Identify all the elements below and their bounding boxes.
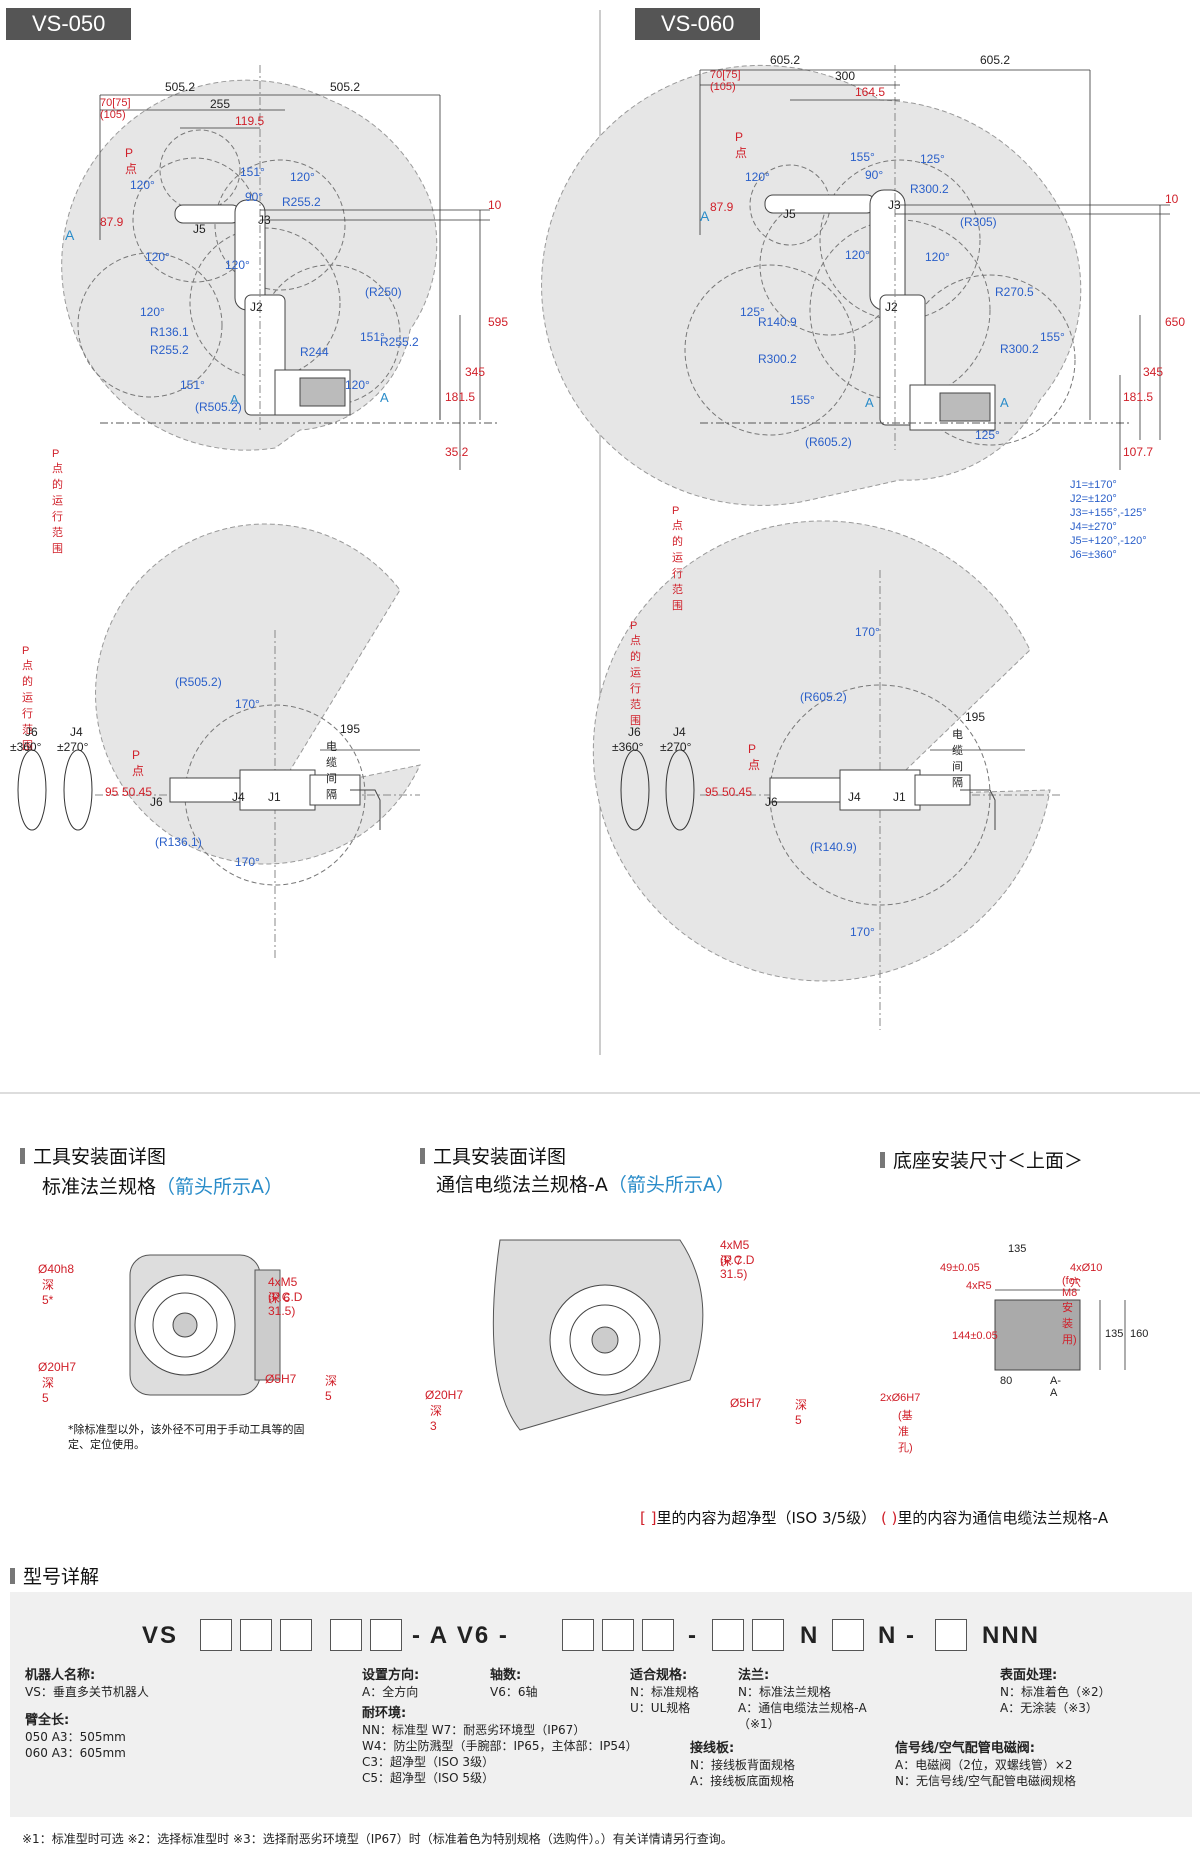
tool2-drawing [492,1239,704,1431]
vs060-rotation-arrows [620,749,695,831]
vs050-tag: VS-050 [6,8,132,40]
tool2-title: 工具安装面详图 [420,1142,566,1169]
model-title: 型号详解 [10,1562,99,1589]
tool2-subtitle: 通信电缆法兰规格-A（箭头所示A） [436,1174,735,1196]
code-box [602,1619,634,1651]
footnote: ※1：标准型时可选 ※2：选择标准型时 ※3：选择耐恶劣环境型（IP67）时（标… [22,1832,733,1846]
code-box [832,1619,864,1651]
code-box [200,1619,232,1651]
tool1-note: *除标准型以外，该外径不可用于手动工具等的固定、定位使用。 [68,1423,305,1451]
vs060-side-view [541,64,1130,506]
base-title: 底座安装尺寸＜上面＞ [880,1146,1083,1173]
code-n1: N [800,1622,820,1649]
mount-direction: 设置方向:A：全方向 [362,1668,420,1699]
vs050-rotation-arrows [17,749,93,831]
code-a-v6: - A V6 - [412,1622,509,1649]
code-box [330,1619,362,1651]
vs050-top-view [95,523,421,960]
vs060-tag: VS-060 [635,8,761,40]
code-nnn: NNN [982,1622,1040,1649]
tool1-subtitle: 标准法兰规格（箭头所示A） [42,1176,284,1198]
robot-name: 机器人名称:VS：垂直多关节机器人 [25,1668,149,1699]
base-drawing [994,1289,1126,1371]
vs060-top-view [592,520,1060,1030]
tool1-title: 工具安装面详图 [20,1142,166,1169]
joint-limits: J1=±170° J2=±120° J3=+155°,-125° J4=±270… [1070,479,1147,561]
code-box [752,1619,784,1651]
surface-treatment: 表面处理:N：标准着色（※2）A：无涂装（※3） [1000,1668,1111,1715]
code-box [562,1619,594,1651]
code-box [240,1619,272,1651]
code-box [280,1619,312,1651]
code-box [642,1619,674,1651]
tool1-drawing [129,1254,281,1396]
axis-count: 轴数:V6：6轴 [490,1668,538,1699]
code-dash: - [688,1622,698,1649]
vs060-dim-lines [699,69,1170,470]
code-box [935,1619,967,1651]
code-n2: N - [878,1622,916,1649]
code-vs: VS [142,1622,179,1649]
legend: [ ]里的内容为超净型（ISO 3/5级） ( )里的内容为通信电缆法兰规格-A [640,1509,1109,1527]
vs050-dim-lines [99,94,490,470]
environment: 耐环境:NN：标准型 W7：耐恶劣环境型（IP67）W4：防尘防溅型（手腕部：I… [362,1706,638,1785]
vs050-side-view [61,65,500,451]
code-box [712,1619,744,1651]
code-box [370,1619,402,1651]
